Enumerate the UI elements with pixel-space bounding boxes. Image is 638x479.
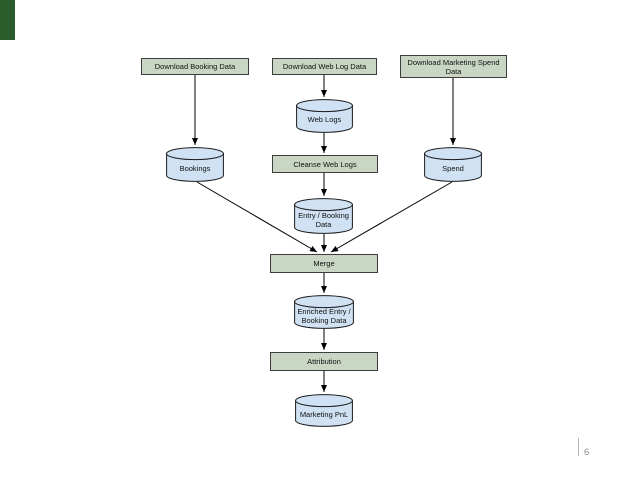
node-cleanse-web-logs: Cleanse Web Logs (272, 155, 378, 173)
node-label: Bookings (179, 163, 211, 173)
node-marketing-pnl: Marketing PnL (295, 394, 353, 427)
node-label: Attribution (307, 357, 341, 366)
node-web-logs: Web Logs (296, 99, 353, 133)
node-label: Cleanse Web Logs (293, 159, 357, 169)
node-label: Download Marketing Spend Data (407, 57, 500, 76)
node-download-web-log-data: Download Web Log Data (272, 58, 377, 75)
cylinder-shape (166, 147, 224, 182)
node-label: Marketing PnL (299, 409, 349, 419)
cylinder-shape (424, 147, 482, 182)
node-attribution: Attribution (270, 352, 378, 371)
node-entry-booking-data: Entry / Booking Data (294, 198, 353, 234)
cylinder-shape (295, 394, 353, 427)
node-label: Merge (313, 259, 335, 268)
node-label: Spend (442, 163, 464, 173)
node-label: Download Web Log Data (282, 62, 367, 71)
node-merge: Merge (270, 254, 378, 273)
node-label: Enriched Entry / Booking Data (297, 306, 351, 325)
page-number: 6 (584, 447, 590, 458)
node-spend: Spend (424, 147, 482, 182)
node-download-booking-data: Download Booking Data (141, 58, 249, 75)
node-enriched-entry-booking: Enriched Entry / Booking Data (294, 295, 354, 329)
cylinder-shape (294, 295, 354, 329)
node-label: Web Logs (307, 115, 342, 124)
corner-accent-bar (0, 0, 15, 40)
node-label: Entry / Booking Data (298, 210, 349, 229)
node-bookings: Bookings (166, 147, 224, 182)
cylinder-shape (296, 99, 353, 133)
node-label: Download Booking Data (154, 62, 236, 71)
cylinder-shape (294, 198, 353, 234)
footer-divider (578, 438, 579, 456)
node-download-marketing-spend: Download Marketing Spend Data (400, 55, 507, 78)
